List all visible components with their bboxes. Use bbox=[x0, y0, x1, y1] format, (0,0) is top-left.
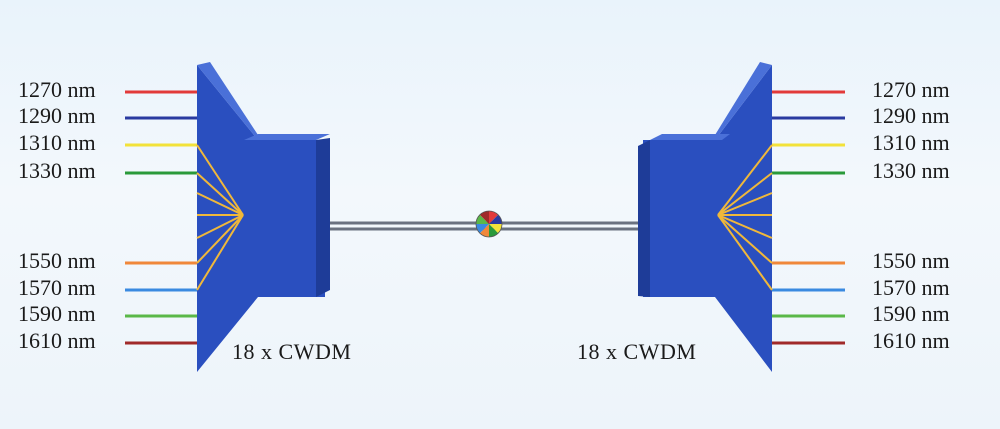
right-wavelength-label: 1550 nm bbox=[872, 248, 950, 273]
right-wavelength-label: 1570 nm bbox=[872, 275, 950, 300]
right-wavelength-label: 1590 nm bbox=[872, 301, 950, 326]
left-mux-wedge-edge bbox=[197, 62, 258, 140]
right-fan-line bbox=[717, 214, 773, 264]
mixed-signal-slice bbox=[489, 224, 499, 237]
left-fan-line bbox=[196, 172, 244, 216]
mixed-signal-slice bbox=[489, 211, 499, 224]
mixed-signal-slice bbox=[476, 214, 489, 224]
left-wavelength-label: 1610 nm bbox=[18, 328, 96, 353]
right-wavelength-label: 1270 nm bbox=[872, 77, 950, 102]
mixed-signal-slice bbox=[476, 224, 489, 234]
left-wavelength-label: 1290 nm bbox=[18, 103, 96, 128]
left-fan-line bbox=[196, 214, 244, 264]
right-mux-box-top bbox=[650, 134, 730, 140]
right-fan-line bbox=[717, 214, 773, 291]
left-mux-device bbox=[197, 62, 330, 372]
mixed-signal-icon bbox=[475, 210, 503, 238]
right-fan-line bbox=[717, 192, 773, 216]
left-fan-line bbox=[196, 192, 244, 216]
left-mux-box-side bbox=[316, 138, 330, 297]
right-mux-box-front bbox=[650, 140, 722, 297]
left-channel-lines bbox=[125, 90, 244, 345]
left-wavelength-label: 1330 nm bbox=[18, 158, 96, 183]
right-fan-line bbox=[717, 144, 773, 216]
left-mux-box-front bbox=[244, 140, 316, 297]
left-fan-line bbox=[196, 214, 244, 239]
mixed-signal-slice bbox=[489, 214, 502, 224]
left-fan-line bbox=[196, 214, 244, 291]
left-wavelength-label: 1270 nm bbox=[18, 77, 96, 102]
right-mux-device bbox=[638, 62, 772, 372]
right-wavelength-label: 1610 nm bbox=[872, 328, 950, 353]
right-channel-lines bbox=[717, 90, 845, 345]
right-mux-label: 18 x CWDM bbox=[577, 339, 697, 364]
right-mux-wedge-edge bbox=[715, 62, 772, 140]
mixed-signal-slice bbox=[489, 224, 502, 234]
left-wavelength-label: 1550 nm bbox=[18, 248, 96, 273]
right-fan-line bbox=[717, 214, 773, 239]
mixed-signal-slice bbox=[479, 224, 489, 237]
left-fan-line bbox=[196, 144, 244, 216]
right-fan-line bbox=[717, 172, 773, 216]
right-wavelength-label: 1290 nm bbox=[872, 103, 950, 128]
mixed-signal-outline bbox=[475, 210, 503, 238]
right-wavelength-label: 1330 nm bbox=[872, 158, 950, 183]
right-mux-box-side bbox=[638, 140, 650, 297]
left-wavelength-label: 1570 nm bbox=[18, 275, 96, 300]
mixed-signal-slice bbox=[479, 211, 489, 224]
left-mux-box-top bbox=[244, 134, 330, 140]
right-wavelength-label: 1310 nm bbox=[872, 130, 950, 155]
left-wavelength-label: 1310 nm bbox=[18, 130, 96, 155]
left-wavelength-label: 1590 nm bbox=[18, 301, 96, 326]
left-mux-label: 18 x CWDM bbox=[232, 339, 352, 364]
